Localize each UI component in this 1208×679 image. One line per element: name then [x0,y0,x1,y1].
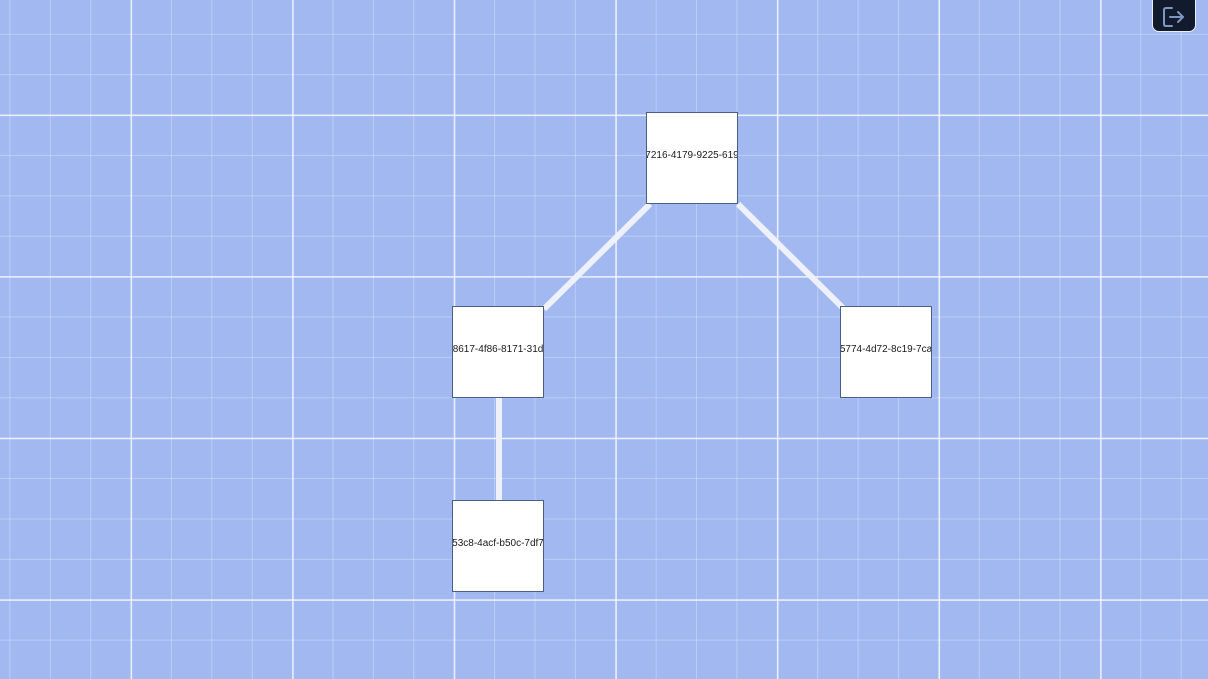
diagram-node[interactable]: 8617-4f86-8171-31d [452,306,544,398]
diagram-node[interactable]: 7216-4179-9225-619 [646,112,738,204]
edge-n1-n3 [735,201,846,311]
diagram-node[interactable]: 5774-4d72-8c19-7ca [840,306,932,398]
edge-n1-n2 [541,201,653,312]
node-label: 8617-4f86-8171-31d [452,343,544,355]
node-label: 5774-4d72-8c19-7ca [840,343,932,355]
logout-icon [1163,7,1184,27]
node-label: 53c8-4acf-b50c-7df7 [452,537,544,549]
logout-button[interactable] [1152,0,1196,32]
node-label: 7216-4179-9225-619 [646,149,738,161]
diagram-node[interactable]: 53c8-4acf-b50c-7df7 [452,500,544,592]
